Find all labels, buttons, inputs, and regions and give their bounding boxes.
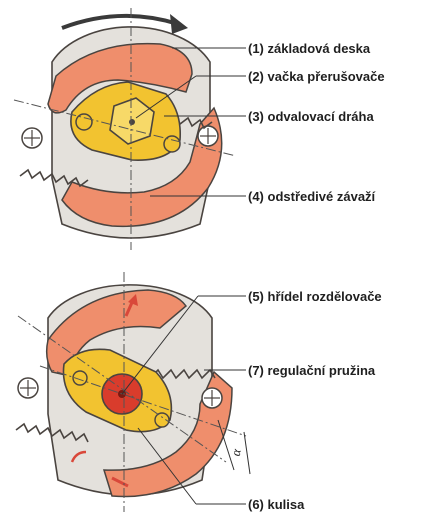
bottom-assembly: α [16,272,250,512]
label-rolling-track: (3) odvalovací dráha [248,109,374,124]
roller-top-left [76,114,92,130]
angle-alpha-label: α [228,447,244,457]
label-base-plate: (1) základová deska [248,41,371,56]
top-assembly [14,8,236,250]
rotation-arrow-head [170,14,188,34]
label-link-plate: (6) kulisa [248,497,305,512]
label-centrifugal-weight: (4) odstředivé závaží [248,189,376,204]
label-control-spring: (7) regulační pružina [248,363,376,378]
rotation-arrow [62,16,178,28]
label-distributor-shaft: (5) hřídel rozdělovače [248,289,382,304]
label-breaker-cam: (2) vačka přerušovače [248,69,385,84]
